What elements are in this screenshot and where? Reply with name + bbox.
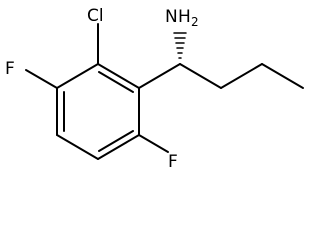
ring-bond-c3-c4 xyxy=(97,134,140,160)
bond-ch2-ch2 xyxy=(220,63,263,89)
bond-c3-f xyxy=(138,134,169,153)
amine-h-label: H xyxy=(178,7,191,27)
fluorine-left-label: F xyxy=(5,59,15,79)
fluorine-bottom-label: F xyxy=(168,152,178,172)
bond-c6-f xyxy=(25,69,58,89)
structure-diagram: Cl F F N H 2 xyxy=(5,6,304,172)
amine-subscript: 2 xyxy=(191,15,199,29)
ring-bond-c4-c5 xyxy=(56,134,99,160)
amine-n-label: N xyxy=(165,7,178,27)
ring-double-bond-c1-c2 xyxy=(98,71,134,93)
bond-ch2-ch3 xyxy=(261,63,304,89)
ring-bond-c1-c2 xyxy=(97,63,140,89)
bond-chiral-ch2 xyxy=(179,63,222,89)
bond-c2-chiral xyxy=(138,63,181,89)
ring-bond-c6-c1 xyxy=(56,63,99,89)
hashed-wedge-bond xyxy=(173,32,187,59)
chlorine-label: Cl xyxy=(87,6,104,26)
ring-double-bond-c3-c4 xyxy=(98,130,134,152)
benzene-ring xyxy=(56,63,140,160)
